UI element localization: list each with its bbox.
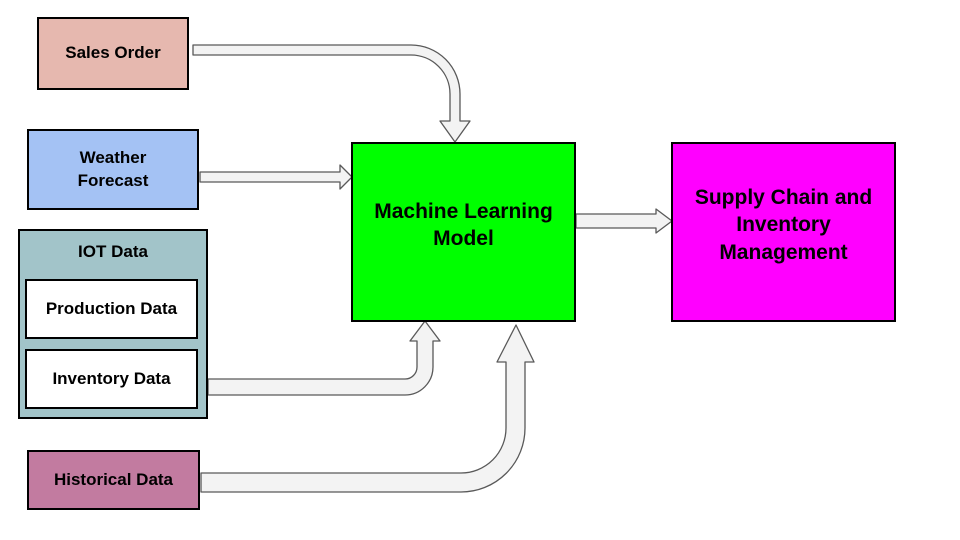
- node-inventory-data-label: Inventory Data: [52, 368, 171, 388]
- node-production-data: Production Data: [25, 279, 198, 339]
- node-weather-forecast-label: Weather Forecast: [77, 148, 149, 190]
- node-weather-forecast: Weather Forecast: [27, 129, 199, 210]
- arrow-historical-to-model: [200, 324, 535, 493]
- arrow-weather-to-model: [199, 164, 353, 190]
- node-supply-chain-inventory-management: Supply Chain and Inventory Management: [671, 142, 896, 322]
- arrow-inventory-to-model: [207, 320, 441, 396]
- arrow-model-to-supply-chain: [575, 208, 673, 234]
- node-sales-order-label: Sales Order: [65, 43, 161, 63]
- node-inventory-data: Inventory Data: [25, 349, 198, 409]
- node-historical-data: Historical Data: [27, 450, 200, 510]
- node-machine-learning-model: Machine Learning Model: [351, 142, 576, 322]
- node-iot-data-label: IOT Data: [78, 242, 148, 261]
- arrow-sales-to-model: [192, 44, 471, 143]
- node-historical-data-label: Historical Data: [53, 469, 174, 489]
- node-supply-chain-label: Supply Chain and Inventory Management: [694, 186, 873, 264]
- node-sales-order: Sales Order: [37, 17, 189, 90]
- node-machine-learning-model-label: Machine Learning Model: [374, 199, 553, 250]
- node-production-data-label: Production Data: [45, 298, 178, 318]
